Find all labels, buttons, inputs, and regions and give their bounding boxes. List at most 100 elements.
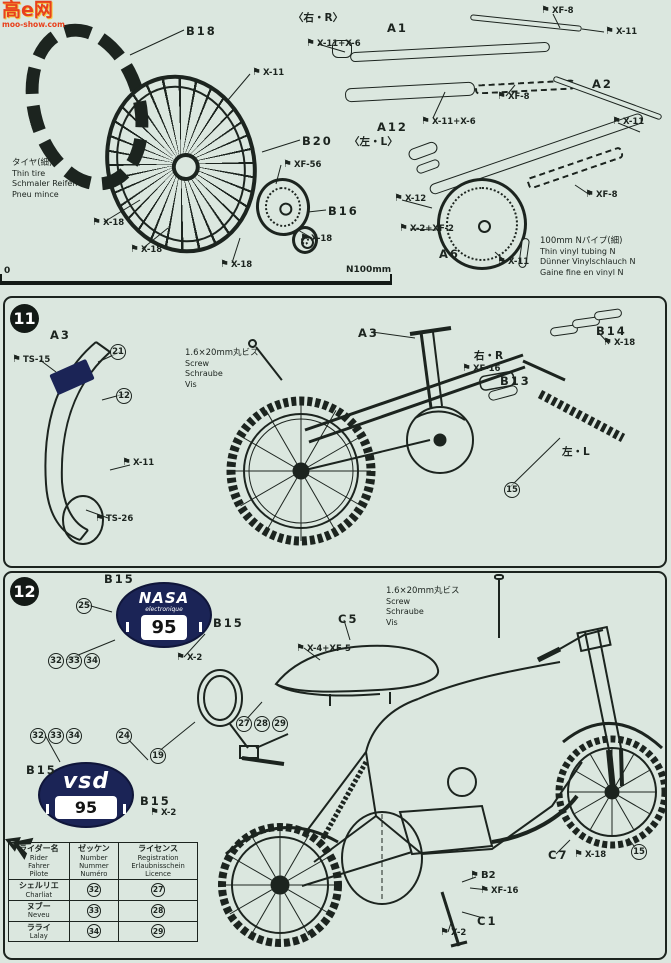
decal-number-group: 32 33 34 [30,728,82,744]
decal-number-badge: 33 [86,903,101,918]
decal-side-mark [123,804,126,814]
fork-rod-drawing [469,14,583,32]
paint-callout-x2: ⚑X-2 [150,807,177,819]
paint-flag-icon: ⚑ [92,217,101,228]
table-cell-rider: シェルリエ Charliat [8,879,70,901]
paint-callout-x11: ⚑X-11 [252,67,285,79]
paint-callout-x18: ⚑X-18 [220,259,253,271]
paint-flag-icon: ⚑ [574,849,583,860]
paint-callout-x18: ⚑X-18 [130,244,163,256]
paint-flag-icon: ⚑ [95,513,104,524]
decal-number-badge: 15 [504,482,520,498]
step11-box [3,296,667,568]
paint-flag-icon: ⚑ [296,643,305,654]
decal-vsd-95: vsd 95 [38,762,134,828]
paint-flag-icon: ⚑ [470,869,479,881]
table-cell-licence: 28 [118,899,198,922]
paint-callout-x18: ⚑X-18 [300,233,333,245]
paint-callout-xf16: ⚑XF-16 [462,363,501,375]
screw-note: 1.6×20mm丸ビス Screw Schraube Vis [185,348,259,389]
screw-head-drawing [248,339,257,348]
paint-flag-icon: ⚑ [497,91,506,102]
decal-number-badge: 28 [254,716,270,732]
paint-flag-icon: ⚑ [497,256,506,267]
paint-flag-icon: ⚑ [399,223,408,234]
paint-callout-x18: ⚑X-18 [574,849,607,861]
part-label-c5: C5 [338,612,359,626]
nasa-decal-title: NASA [138,588,190,607]
scale-ruler [0,281,392,285]
paint-flag-icon: ⚑ [12,354,21,365]
decal-number-badge: 34 [66,728,82,744]
table-cell-number: 34 [68,920,120,943]
paint-flag-icon: ⚑ [306,38,315,49]
paint-callout-ts26: ⚑TS-26 [95,513,134,525]
part-label-b14: B14 [596,324,627,338]
paint-callout-x18: ⚑X-18 [603,337,636,349]
part-label-c7: C7 [548,848,569,862]
ruler-zero: 0 [4,266,11,276]
decal-number-group: 27 28 29 [236,716,288,732]
table-row: ヌブー Neveu 33 28 [8,899,198,922]
watermark-url: moo-show.com [2,20,65,29]
decal-number-badge: 32 [48,653,64,669]
step11-assembly-drawing [226,326,626,546]
nasa-decal-number: 95 [141,614,187,640]
left-side-marker: 〈左・L〉 [349,136,398,148]
paint-callout-xf8: ⚑XF-8 [585,189,618,201]
vsd-decal-number: 95 [55,796,117,819]
paint-flag-icon: ⚑ [252,67,261,78]
paint-flag-icon: ⚑ [122,457,131,468]
paint-callout-ts15: ⚑TS-15 [12,354,51,366]
paint-flag-icon: ⚑ [300,233,309,244]
decal-side-mark [199,622,202,632]
screw-head-drawing [494,574,504,580]
table-cell-licence: 27 [118,879,198,901]
right-side-marker: 〈右・R〉 [293,12,344,24]
right-side-marker: 右・R [474,350,504,362]
paint-flag-icon: ⚑ [130,244,139,255]
screw-note: 1.6×20mm丸ビス Screw Schraube Vis [386,586,460,627]
decal-number-group: 32 33 34 [48,653,100,669]
decal-side-mark [46,804,49,814]
decal-number-badge: 32 [86,882,101,897]
paint-callout-xf8: ⚑XF-8 [497,91,530,103]
seat-drawing [274,644,440,706]
table-cell-number: 32 [68,879,120,901]
decal-number-badge: 12 [116,388,132,404]
part-label-b2: ⚑B2 [470,869,496,881]
paint-callout-x11: ⚑X-11 [605,26,638,38]
decal-number-badge: 24 [116,728,132,744]
part-label-a3: A3 [50,328,71,342]
table-cell-licence: 29 [118,920,198,943]
table-header-row: ライダー名 Rider Fahrer Pilote ゼッケン Number Nu… [8,841,198,881]
part-label-b18: B18 [186,24,217,38]
part-label-b13: B13 [500,374,531,388]
part-label-b15: B15 [140,794,171,808]
paint-callout-x11x6: ⚑X-11+X-6 [306,38,361,50]
part-label-b15: B15 [213,616,244,630]
part-label-a6: A6 [439,247,460,261]
paint-callout-x2xf2: ⚑X-2+XF-2 [399,223,454,235]
paint-callout-x11x6: ⚑X-11+X-6 [421,116,476,128]
decal-number-badge: 25 [76,598,92,614]
paint-flag-icon: ⚑ [220,259,229,270]
vsd-decal-title: vsd [62,769,110,794]
table-header-number: ゼッケン Number Nummer Numéro [68,841,120,881]
part-label-b15: B15 [26,763,57,777]
watermark-text: 高e网 [2,0,53,21]
decal-number-badge: 32 [30,728,46,744]
step11-number-badge: 11 [10,304,39,333]
paint-callout-x18: ⚑X-18 [92,217,125,229]
ruler-label: N100mm [346,265,392,275]
decal-number-badge: 34 [86,924,101,939]
paint-callout-x11: ⚑X-11 [122,457,155,469]
paint-callout-x11: ⚑X-11 [612,116,645,128]
headlight-pod-drawing [437,178,527,270]
paint-flag-icon: ⚑ [541,5,550,16]
part-label-b20: B20 [302,134,333,148]
fork-upper-tube-drawing [349,41,551,63]
ruler-tick-left [0,274,2,285]
table-cell-rider: ラライ Lalay [8,920,70,943]
part-label-a2: A2 [592,77,613,91]
